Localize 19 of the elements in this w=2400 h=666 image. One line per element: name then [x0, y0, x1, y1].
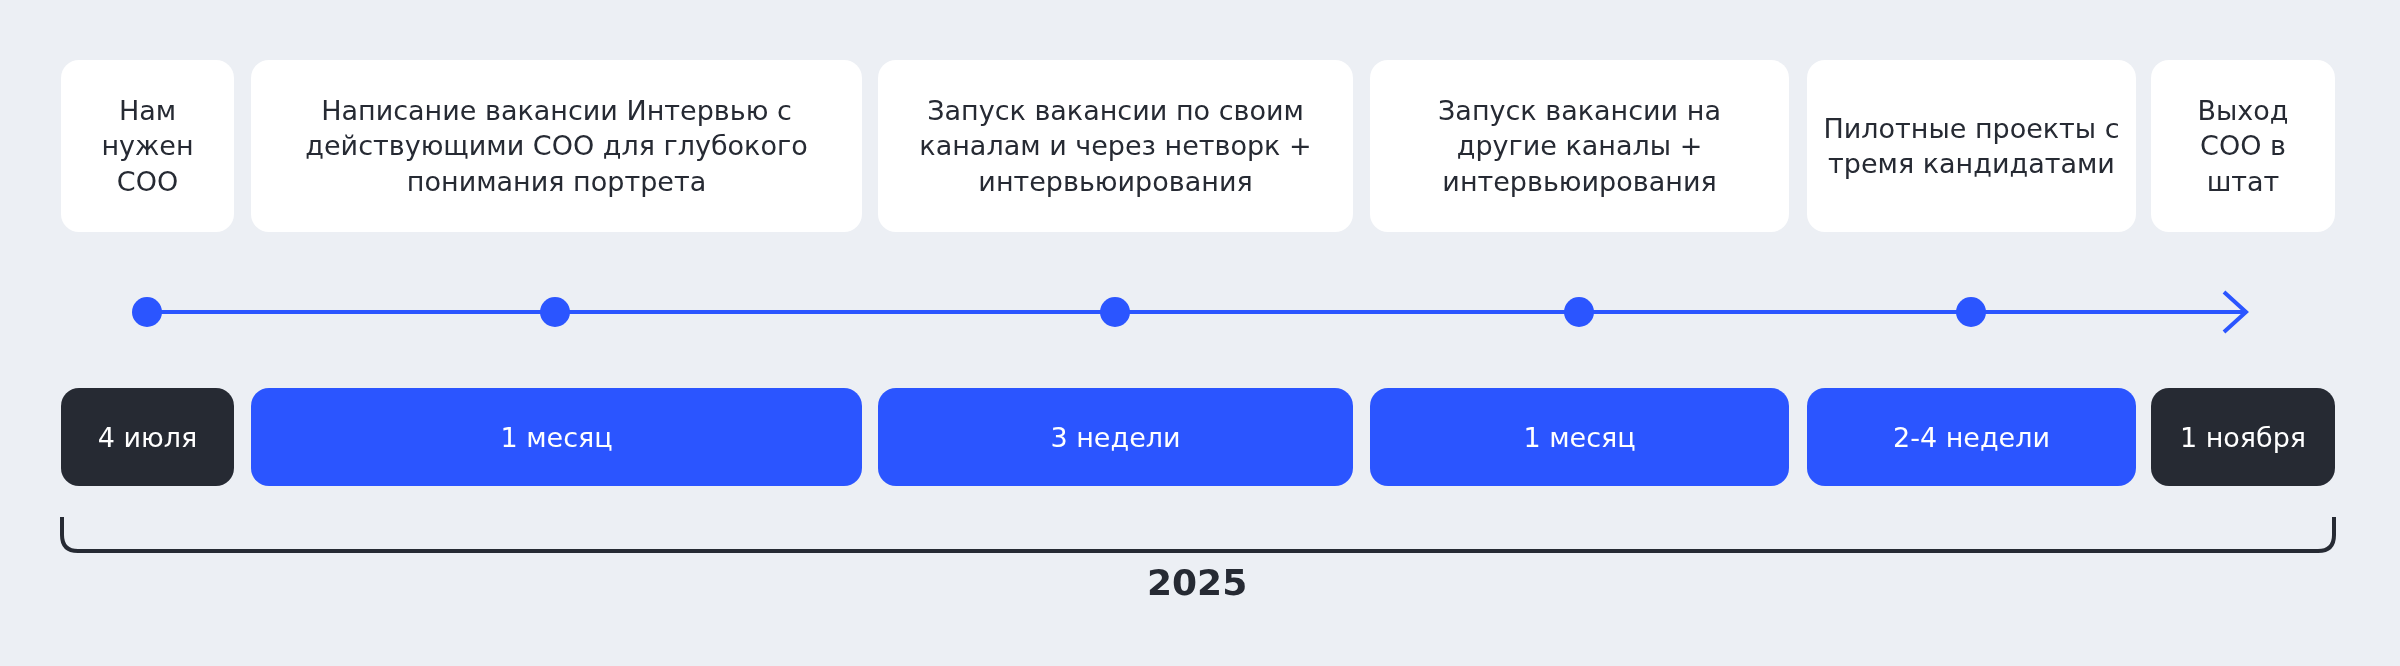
duration-badge [1370, 388, 1789, 486]
duration-text: 3 недели [1050, 421, 1181, 453]
date-badge [2151, 388, 2335, 486]
stage-text: Пилотные проекты с тремя кандидатами [1822, 111, 2121, 181]
duration-badge [878, 388, 1353, 486]
date-badge [61, 388, 234, 486]
duration-badge [251, 388, 862, 486]
stage-text: Запуск вакансии по своим каналам и через нетворк + интервьюирования [918, 94, 1313, 199]
stage-text: Запуск вакансии на другие каналы + интервьюирования [1437, 94, 1722, 199]
date-text: 4 июля [97, 421, 198, 453]
duration-text: 1 месяц [1523, 421, 1636, 453]
date-text: 1 ноября [2179, 421, 2307, 453]
stage-text: Нам нужен СОО [100, 94, 195, 199]
stage-text: Выход СОО в штат [2196, 94, 2290, 199]
duration-badge [1807, 388, 2136, 486]
duration-text: 2-4 недели [1893, 421, 2050, 453]
duration-text: 1 месяц [500, 421, 613, 453]
stage-text: Написание вакансии Интервью с действующими СОО для глубокого понимания портрета [304, 94, 809, 199]
year-label: 2025 [1147, 562, 1247, 603]
